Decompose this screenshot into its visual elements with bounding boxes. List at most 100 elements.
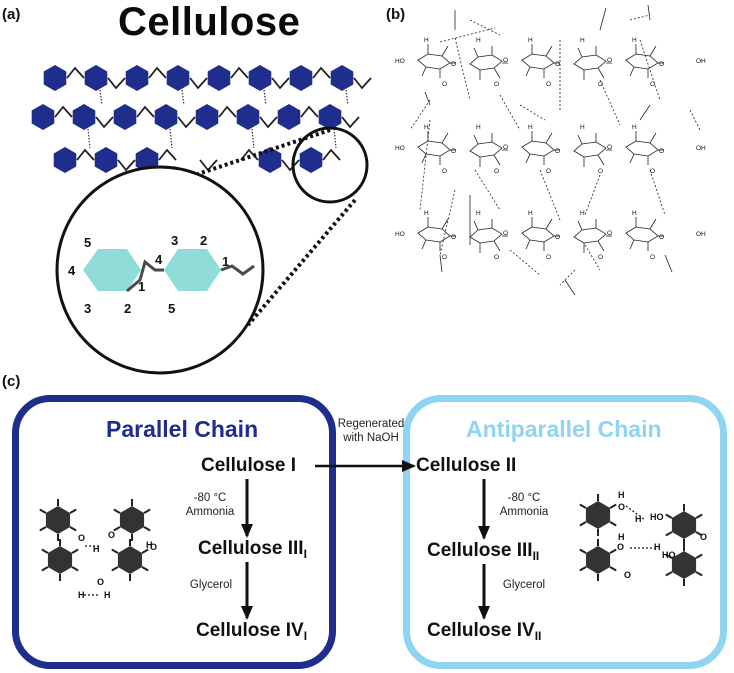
atom-label: O (97, 577, 104, 587)
atom-label: H (635, 514, 642, 524)
bond (545, 132, 553, 144)
hydrogen-bond-dashed (584, 244, 601, 271)
hbond-dotted-line (99, 89, 103, 106)
substituent-bond (71, 566, 79, 572)
transition-label-line1: Regenerated (337, 418, 405, 430)
hydrogen-bond-dashed (469, 19, 501, 36)
oxygen-atom: O (503, 57, 508, 64)
panel-label-c: (c) (2, 373, 21, 390)
bond (577, 220, 583, 231)
cellulose-iv-sub: I (303, 629, 308, 643)
oxygen-atom: O (451, 61, 456, 68)
cellulose-iii-sub: I (303, 547, 307, 561)
hydrogen-atom: H (476, 124, 481, 131)
bond (473, 134, 479, 145)
substituent-bond (609, 548, 617, 554)
substituent-bond (69, 526, 77, 532)
substituent-bond (141, 548, 149, 554)
hydrogen-bond-dashed (559, 269, 576, 286)
hydrogen-bond-dashed (439, 189, 456, 256)
oxygen-atom: O (494, 81, 499, 88)
bond (664, 254, 673, 273)
glycosidic-link (107, 77, 126, 90)
hbond-dotted-line (169, 128, 173, 149)
hydrogen-bond-dashed (509, 249, 541, 276)
transition-label-line2: with NaOH (343, 432, 399, 444)
hydrogen-atom: H (632, 210, 637, 217)
ring-number: 3 (84, 301, 91, 316)
glucose-ring-dark (585, 501, 611, 529)
substituent-bond (665, 513, 673, 519)
bond (493, 67, 501, 79)
hydroxyl-label: OH (696, 231, 706, 238)
parallel-condition-1: -80 °C Ammonia (183, 491, 237, 519)
bond (629, 66, 635, 77)
glucose-ring-dark (671, 551, 697, 579)
substituent-bond (665, 531, 673, 537)
bond (441, 218, 449, 230)
bond (649, 218, 657, 230)
bond (421, 153, 427, 164)
substituent-bond (609, 521, 617, 527)
bond (441, 132, 449, 144)
oxygen-atom: O (494, 168, 499, 175)
atom-label: H (104, 590, 111, 600)
oxygen-atom: O (650, 168, 655, 175)
substituent-bond (579, 503, 587, 509)
bond (647, 4, 651, 21)
ring-number: 5 (168, 301, 175, 316)
parallel-chain-title: Parallel Chain (106, 416, 259, 442)
glucose-unit-hexagon (330, 65, 354, 91)
substituent-bond (39, 508, 47, 514)
substituent-bond (695, 571, 703, 577)
oxygen-atom: O (503, 230, 508, 237)
substituent-bond (143, 526, 151, 532)
glycosidic-link (66, 66, 85, 79)
atom-label: H (618, 532, 625, 542)
cellulose-iv-ii-label: Cellulose IVII (427, 620, 541, 643)
glycosidic-link (271, 77, 290, 90)
atom-label: O (108, 530, 115, 540)
glycosidic-link (117, 159, 136, 172)
oxygen-atom: O (442, 81, 447, 88)
substituent-bond (113, 508, 121, 514)
oxygen-atom: O (659, 61, 664, 68)
glycosidic-bond (126, 259, 164, 293)
glycosidic-link (158, 148, 177, 161)
cellulose-i-label: Cellulose I (201, 455, 297, 476)
substituent-bond (41, 548, 49, 554)
oxygen-atom: O (442, 168, 447, 175)
hydrogen-atom: H (424, 37, 429, 44)
substituent-bond (665, 553, 673, 559)
hydrogen-atom: H (580, 37, 585, 44)
bond (545, 45, 553, 57)
hbond-dotted-line (251, 128, 255, 149)
glucose-unit-hexagon (43, 65, 67, 91)
glucose-unit-hexagon (207, 65, 231, 91)
hydrogen-atom: H (424, 124, 429, 131)
atom-label: HO (650, 512, 664, 522)
glucose-ring-dark (119, 506, 145, 534)
oxygen-atom: O (546, 81, 551, 88)
hydrogen-bond-dashed (639, 39, 661, 101)
substituent-bond (695, 553, 703, 559)
glucose-unit-hexagon (299, 147, 323, 173)
chain-end-bond (220, 264, 255, 276)
cellulose-iii-sub: II (532, 549, 540, 563)
condition-temp: -80 °C (507, 492, 541, 504)
atom-label: H (654, 542, 661, 552)
substituent-bond (143, 508, 151, 514)
atom-label: O (618, 502, 625, 512)
cellulose-title: Cellulose (118, 0, 301, 44)
glycosidic-link (322, 148, 341, 161)
bond (629, 153, 635, 164)
atom-label: H (93, 544, 100, 554)
transition-label: Regenerated with NaOH (330, 417, 412, 445)
bond (597, 67, 605, 79)
bond (597, 154, 605, 166)
glucose-unit-hexagon (31, 104, 55, 130)
glycosidic-link (353, 77, 372, 90)
atom-label: H (146, 540, 153, 550)
glucose-unit-hexagon (72, 104, 96, 130)
